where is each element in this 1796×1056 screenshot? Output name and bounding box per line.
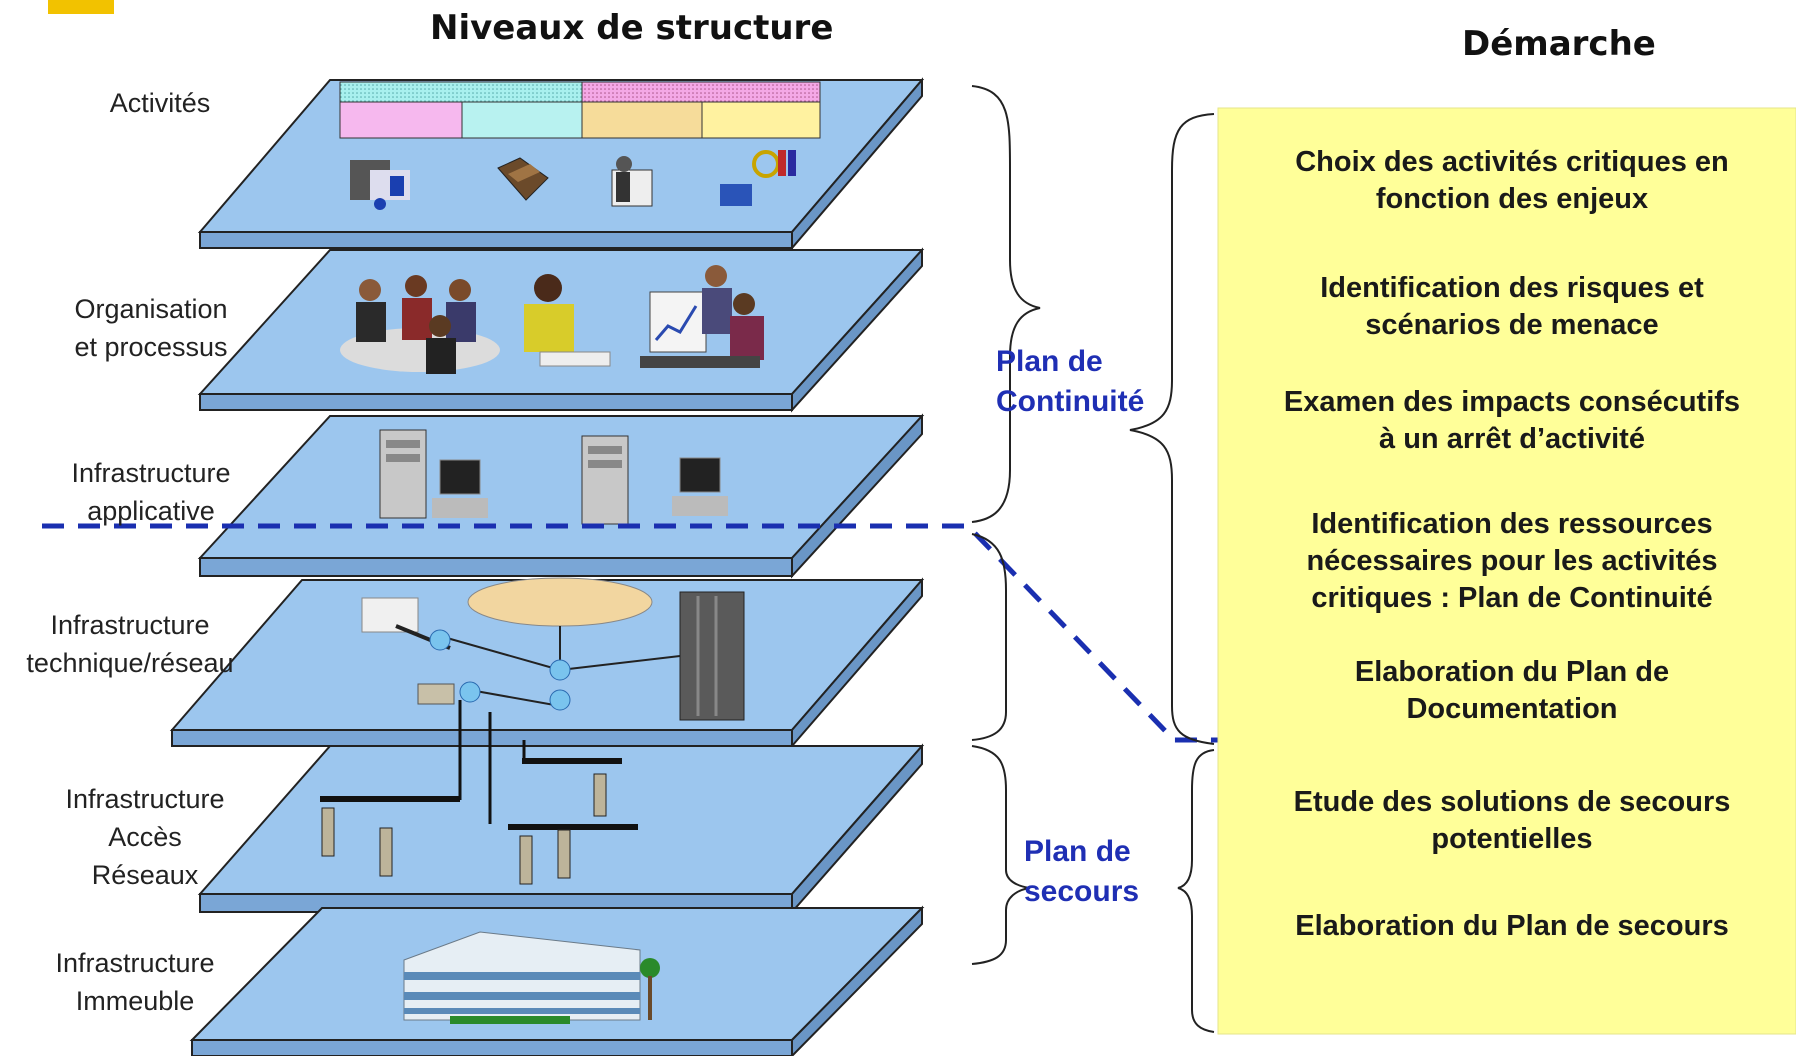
phone-person-icon: [524, 274, 611, 367]
step-identification-risques: Identification des risques et scénarios …: [1320, 272, 1704, 341]
plan-continuite-label: Plan de Continuité: [996, 345, 1145, 418]
level-label-infra-applicative: Infrastructure applicative: [71, 458, 231, 526]
level-label-infra-immeuble: Infrastructure Immeuble: [55, 948, 215, 1016]
step-plan-documentation: Elaboration du Plan de Documentation: [1354, 656, 1670, 725]
brace-secours: [971, 745, 1031, 965]
level-label-activites: Activités: [109, 88, 211, 118]
building-icon: [403, 931, 660, 1024]
brace-continuite-lower: [971, 533, 1007, 741]
level-label-infra-acces: Infrastructure Accès Réseaux: [65, 784, 225, 890]
rack-server-icon: [679, 591, 745, 721]
niveaux-title: Niveaux de structure: [430, 8, 834, 48]
truck-icon: [350, 160, 410, 210]
activites-table: [339, 81, 821, 139]
corner-marker: [48, 0, 114, 14]
server-tower-icon: [379, 429, 427, 519]
meeting-people-icon: [340, 275, 500, 374]
step-choix-activites: Choix des activités critiques en fonctio…: [1295, 146, 1729, 215]
level-label-infra-technique: Infrastructure technique/réseau: [26, 610, 234, 678]
cloud-icon: [467, 577, 653, 627]
desktop-pc-icon: [432, 459, 488, 518]
brace-continuite: [971, 85, 1041, 523]
step-plan-secours: Elaboration du Plan de secours: [1295, 910, 1729, 942]
level-label-organisation: Organisation et processus: [74, 294, 228, 362]
server-tower-icon-2: [581, 435, 629, 525]
step-etude-solutions: Etude des solutions de secours potentiel…: [1293, 786, 1731, 855]
demarche-panel: [1217, 107, 1796, 1035]
layer-infra-applicative: [197, 413, 925, 579]
plan-secours-label: Plan de secours: [1024, 835, 1140, 908]
step-identification-ressources: Identification des ressources nécessaire…: [1306, 508, 1718, 614]
network-endpoint-icon: [320, 700, 638, 885]
euro-money-icon: [720, 150, 796, 206]
demarche-title: Démarche: [1462, 24, 1656, 64]
brace-demarche-secours: [1177, 749, 1215, 1033]
boxes-icon: [497, 157, 549, 201]
desktop-pc-icon-2: [672, 457, 728, 516]
step-examen-impacts: Examen des impacts consécutifs à un arrê…: [1283, 386, 1741, 455]
worker-icon: [611, 156, 653, 207]
network-hub-icon: [417, 626, 681, 711]
presentation-people-icon: [640, 265, 764, 368]
brace-demarche-continuite: [1129, 113, 1215, 745]
